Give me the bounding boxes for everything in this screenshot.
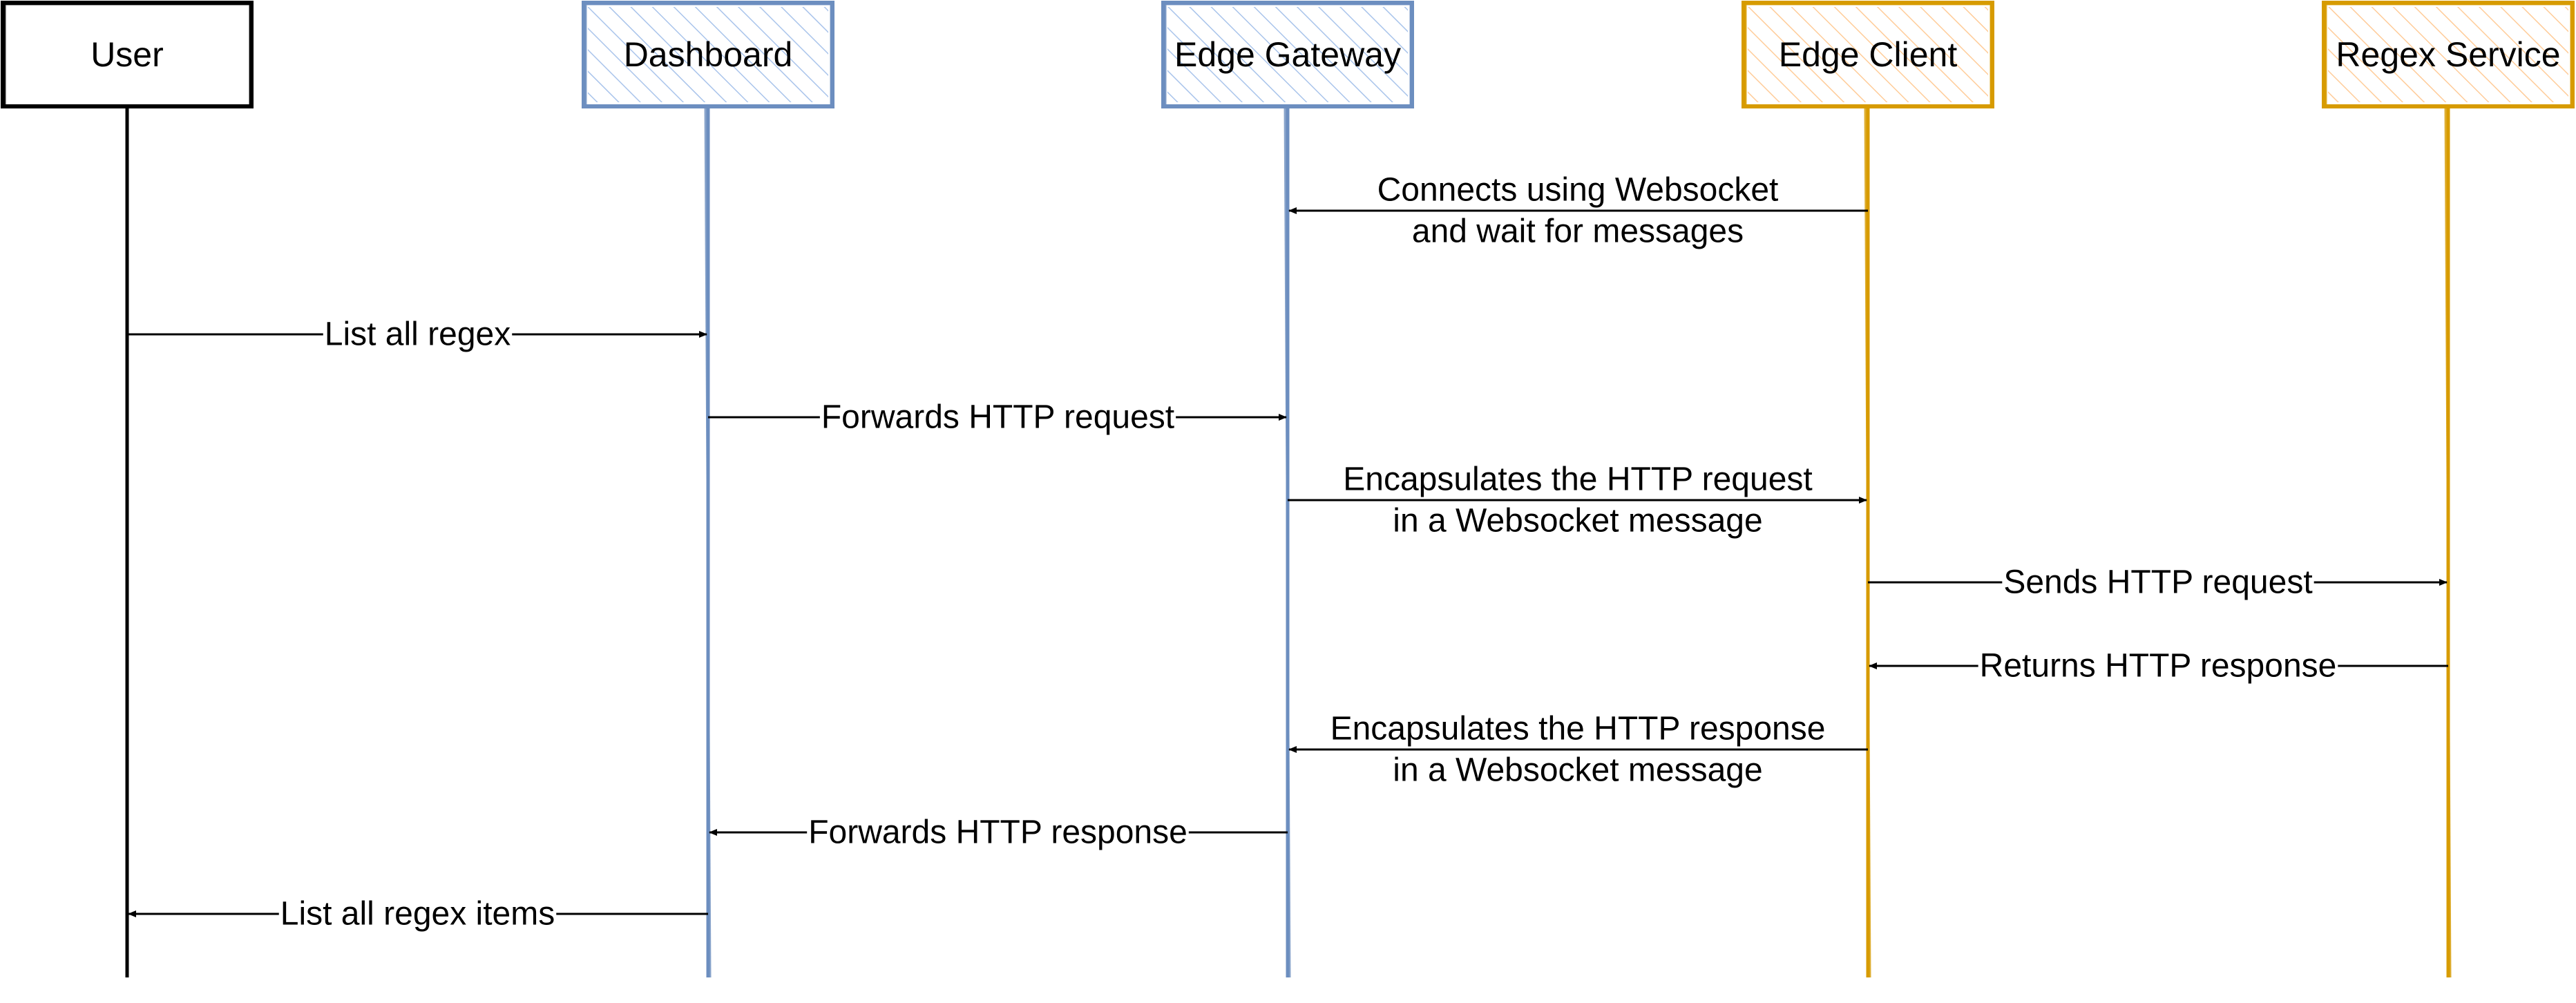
participant-user: User (1, 1, 254, 108)
message-label-bg (323, 318, 513, 350)
message-1: Connects using Websocket and wait for mes… (1288, 172, 1868, 250)
message-label-bg (1978, 650, 2338, 682)
message-label: and wait for messages (1412, 213, 1744, 250)
message-label-bg (819, 401, 1176, 433)
message-label: Encapsulates the HTTP request (1343, 461, 1812, 498)
message-label: Forwards HTTP request (821, 399, 1174, 436)
message-5: Sends HTTP request (1868, 564, 2448, 601)
message-4: Encapsulates the HTTP request in a Websoc… (1288, 461, 1867, 539)
message-8: Forwards HTTP response (709, 814, 1288, 851)
lifeline-edge-gateway (1284, 106, 1291, 978)
message-label: Forwards HTTP response (808, 814, 1187, 851)
message-label-bg (1375, 174, 1780, 206)
message-label: Sends HTTP request (2003, 564, 2312, 601)
message-label: List all regex items (280, 896, 555, 933)
message-label-bg (1410, 216, 1746, 247)
message-2: List all regex (127, 316, 707, 353)
participant-edge-gateway: Edge Gateway (1161, 1, 1414, 108)
message-7: Encapsulates the HTTP response in a Webso… (1288, 711, 1868, 789)
message-label: in a Websocket message (1393, 503, 1762, 539)
message-label: in a Websocket message (1393, 752, 1762, 789)
message-label: Returns HTTP response (1980, 648, 2337, 685)
participant-label: Dashboard (624, 35, 793, 74)
message-label: List all regex (325, 316, 511, 353)
message-3: Forwards HTTP request (708, 399, 1287, 436)
message-9: List all regex items (128, 896, 708, 933)
lifeline-edge-client (1864, 106, 1871, 978)
message-label-bg (2002, 566, 2314, 598)
lifeline-dashboard (704, 106, 712, 978)
participant-dashboard: Dashboard (582, 1, 834, 108)
participant-edge-client: Edge Client (1742, 1, 1994, 108)
message-label-bg (807, 816, 1189, 848)
participant-regex-service: Regex Service (2322, 1, 2575, 108)
message-label-bg (1391, 505, 1764, 537)
participant-label: User (90, 35, 164, 74)
participant-label: Regex Service (2336, 35, 2560, 74)
lifeline-regex-service (2444, 106, 2452, 978)
message-label-bg (1342, 464, 1814, 495)
participant-label: Edge Client (1779, 35, 1958, 74)
message-label-bg (278, 898, 557, 930)
message-6: Returns HTTP response (1869, 648, 2448, 685)
message-label-bg (1391, 754, 1764, 786)
message-label: Connects using Websocket (1377, 172, 1779, 209)
participant-label: Edge Gateway (1174, 35, 1401, 74)
message-label-bg (1328, 713, 1827, 745)
message-label: Encapsulates the HTTP response (1330, 711, 1826, 747)
